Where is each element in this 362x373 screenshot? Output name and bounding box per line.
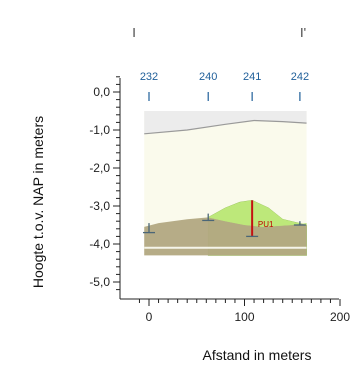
lower-unit-fill <box>144 217 307 256</box>
axis-ticks: 0,0 -1,0 -2,0 -3,0 -4,0 -5,0 0 100 200 <box>89 76 350 324</box>
well-label-3: 242 <box>291 71 309 83</box>
well-label-0: 232 <box>140 71 158 83</box>
labels: I I' Afstand in meters Hoogte t.o.v. NAP… <box>30 25 311 363</box>
y-tick-label: -4,0 <box>89 237 110 251</box>
x-tick-label: 0 <box>146 310 153 324</box>
section-end-label: I' <box>300 25 306 40</box>
x-axis-label: Afstand in meters <box>203 347 312 363</box>
cross-section-model: PU1 232 240 241 242 <box>140 71 309 256</box>
y-axis-label: Hoogte t.o.v. NAP in meters <box>30 116 46 288</box>
well-label-1: 240 <box>199 71 217 83</box>
y-tick-label: -5,0 <box>89 275 110 289</box>
unit-pu1-wedge <box>208 200 307 227</box>
unit-pu1-label: PU1 <box>258 220 274 229</box>
x-tick-label: 100 <box>234 310 254 324</box>
y-tick-label: 0,0 <box>93 85 110 99</box>
well-label-2: 241 <box>243 71 261 83</box>
x-tick-label: 200 <box>330 310 350 324</box>
y-tick-label: -2,0 <box>89 161 110 175</box>
section-start-label: I <box>132 25 136 40</box>
y-tick-label: -1,0 <box>89 123 110 137</box>
y-tick-label: -3,0 <box>89 199 110 213</box>
surface-shade <box>144 111 307 134</box>
surface-line <box>144 119 307 135</box>
